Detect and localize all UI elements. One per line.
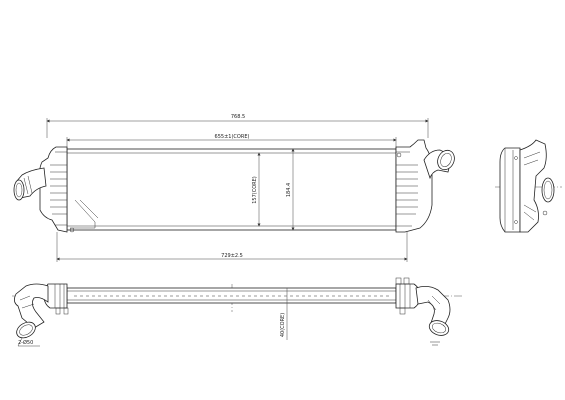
front-view: 768.5 655±1(CORE) 157(CORE) 184.4 [13, 114, 455, 262]
core-depth-dimension: 40(CORE) [280, 288, 288, 340]
core-top-body [66, 287, 397, 304]
total-height-dimension: 184.4 [286, 148, 295, 231]
hose-diameter-label: 2-Ø50 [18, 339, 33, 346]
side-view [495, 139, 562, 233]
core-width-label: 655±1(CORE) [215, 134, 250, 140]
mount-width-label: 729±2.5 [221, 253, 243, 259]
core-height-dimension: 157(CORE) [252, 152, 261, 227]
core-height-label: 157(CORE) [252, 176, 258, 204]
right-hose-elbow [415, 286, 451, 346]
top-view: 40(CORE) 2-Ø50 [12, 277, 462, 347]
core-body [66, 148, 397, 231]
right-tank-top [395, 277, 421, 315]
right-outlet-hose [423, 149, 455, 180]
mount-width-dimension: 729±2.5 [56, 232, 408, 262]
hose-diameter-annotation: 2-Ø50 [17, 337, 40, 347]
total-height-label: 184.4 [286, 183, 292, 197]
overall-width-dimension: 768.5 [46, 114, 429, 138]
core-depth-label: 40(CORE) [280, 313, 286, 337]
core-width-dimension: 655±1(CORE) [66, 134, 397, 150]
overall-width-label: 768.5 [231, 114, 245, 120]
left-end-tank [38, 146, 99, 233]
left-hose-elbow [14, 283, 49, 339]
right-end-tank [395, 139, 433, 233]
left-inlet-hose [13, 167, 47, 201]
